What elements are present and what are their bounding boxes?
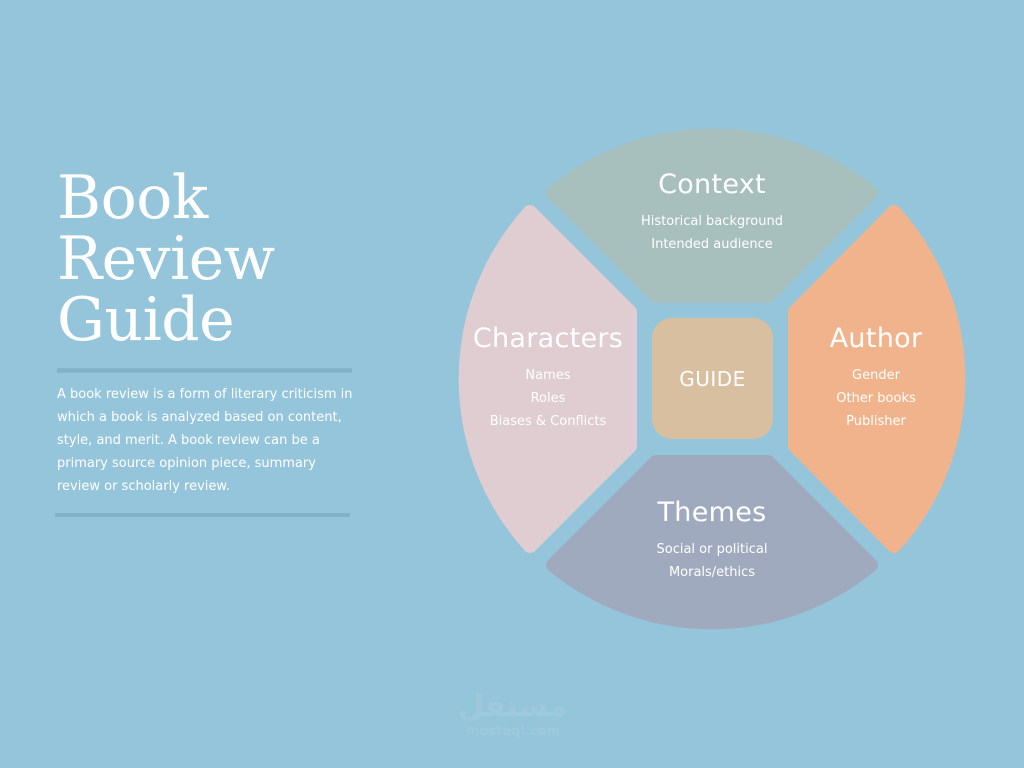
description-text: A book review is a form of literary crit… [57, 387, 353, 494]
sector-context-shape [546, 128, 878, 303]
sector-characters-items: Names Roles Biases & Conflicts [458, 364, 638, 433]
sector-themes: Themes Social or political Morals/ethics [612, 496, 812, 584]
sector-context-items: Historical background Intended audience [612, 210, 812, 256]
sector-themes-title: Themes [657, 497, 767, 528]
characters-item: Biases & Conflicts [489, 414, 607, 429]
top-divider [57, 368, 352, 373]
title-line-1: Book [57, 163, 208, 233]
watermark-latin: mostaql.com [465, 724, 561, 739]
page-title: Book Review Guide [57, 168, 275, 351]
watermark-arabic: مستقل [458, 689, 568, 724]
title-line-3: Guide [57, 285, 235, 355]
sector-author-title: Author [829, 323, 923, 354]
themes-item: Morals/ethics [668, 565, 756, 580]
sector-context-title: Context [658, 169, 766, 200]
sector-characters-shape [458, 205, 637, 553]
watermark-logo: مستقل mostaql.com [448, 690, 578, 740]
sector-author-items: Gender Other books Publisher [796, 364, 956, 433]
themes-item: Social or political [656, 542, 768, 557]
sector-author-shape [788, 205, 966, 553]
bottom-divider [55, 513, 350, 517]
author-item: Gender [852, 368, 900, 383]
context-item: Historical background [641, 214, 783, 229]
sector-author: Author Gender Other books Publisher [796, 322, 956, 433]
sector-characters-title: Characters [472, 323, 624, 354]
title-line-2: Review [57, 224, 275, 294]
author-item: Other books [836, 391, 916, 406]
sector-themes-items: Social or political Morals/ethics [612, 538, 812, 584]
guide-center-box [652, 318, 773, 439]
characters-item: Roles [530, 391, 566, 406]
sector-themes-shape [546, 455, 878, 630]
sector-context: Context Historical background Intended a… [612, 168, 812, 256]
guide-center-label: GUIDE [679, 366, 746, 391]
author-item: Publisher [846, 414, 906, 429]
characters-item: Names [525, 368, 571, 383]
context-item: Intended audience [651, 237, 773, 252]
sector-characters: Characters Names Roles Biases & Conflict… [458, 322, 638, 433]
